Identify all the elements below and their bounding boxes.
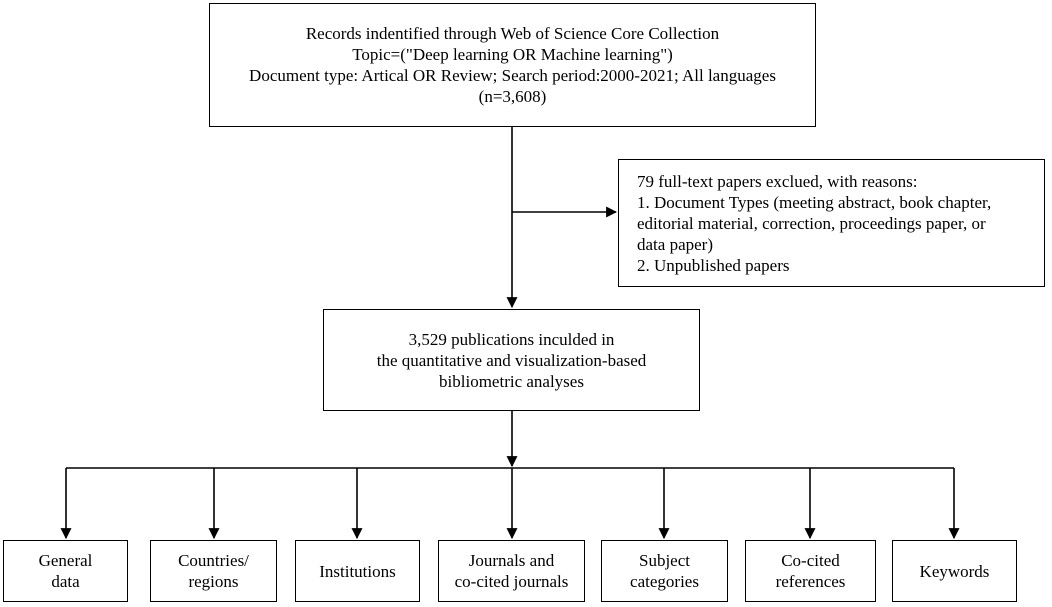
output-box-countries-regions: Countries/ regions: [150, 540, 277, 602]
output-label-line-1: Journals and: [468, 551, 555, 570]
exclusion-line-4: data paper): [637, 234, 713, 254]
exclusion-line-3: editorial material, correction, proceedi…: [637, 213, 986, 233]
output-label-line-2: references: [775, 572, 846, 591]
included-line-3: bibliometric analyses: [439, 371, 584, 391]
records-identified-line-1: Records indentified through Web of Scien…: [305, 24, 720, 43]
exclusion-line-1: 79 full-text papers exclued, with reason…: [637, 171, 918, 191]
output-label-line-2: categories: [630, 572, 699, 591]
records-identified-box: Records indentified through Web of Scien…: [209, 3, 816, 127]
output-label-line-1: Institutions: [319, 561, 396, 581]
output-box-keywords: Keywords: [892, 540, 1017, 602]
output-label-line-1: Co-cited: [781, 551, 840, 570]
output-box-journals: Journals and co-cited journals: [438, 540, 585, 602]
exclusion-line-2: 1. Document Types (meeting abstract, boo…: [637, 192, 992, 212]
output-label-line-2: regions: [188, 572, 239, 591]
records-identified-line-2: Topic=("Deep learning OR Machine learnin…: [352, 45, 673, 64]
output-label-line-1: Subject: [639, 551, 690, 570]
output-box-co-cited-references: Co-cited references: [745, 540, 876, 602]
output-label-line-1: Keywords: [919, 561, 990, 581]
included-line-1: 3,529 publications inculded in: [408, 329, 615, 349]
records-identified-line-3: Document type: Artical OR Review; Search…: [249, 66, 776, 85]
output-label-line-1: Countries/: [178, 551, 249, 570]
exclusion-line-5: 2. Unpublished papers: [637, 255, 790, 275]
records-identified-line-4: (n=3,608): [478, 87, 547, 106]
included-publications-box: 3,529 publications inculded in the quant…: [323, 309, 700, 411]
included-line-2: the quantitative and visualization-based: [376, 350, 647, 370]
output-box-general-data: General data: [3, 540, 128, 602]
exclusion-box: 79 full-text papers exclued, with reason…: [618, 159, 1045, 287]
output-label-line-2: co-cited journals: [454, 572, 569, 591]
output-box-subject-categories: Subject categories: [601, 540, 728, 602]
output-box-institutions: Institutions: [295, 540, 420, 602]
output-label-line-2: data: [51, 572, 80, 591]
output-label-line-1: General: [38, 551, 93, 570]
